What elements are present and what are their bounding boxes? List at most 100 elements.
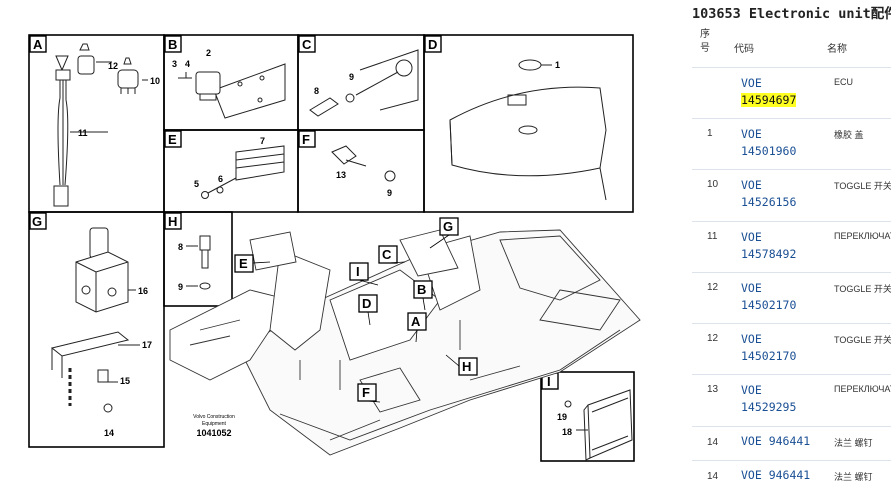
sensor-switch-drawing <box>331 145 396 182</box>
part-number-label: 9 <box>387 188 392 198</box>
row-seq: 10 <box>707 179 719 190</box>
box-label-f: F <box>302 132 310 147</box>
row-seq: 12 <box>707 282 719 293</box>
box-label-i: I <box>547 374 551 389</box>
row-seq: 14 <box>707 471 719 482</box>
part-name: TOGGLE 开关 <box>834 181 891 191</box>
box-g <box>28 211 165 448</box>
part-name: ПЕРЕКЛЮЧАТЕЛ <box>834 384 891 394</box>
stamp-line-2: Equipment <box>202 421 227 427</box>
part-number: 14594697 <box>741 93 797 107</box>
part-number-label: 19 <box>557 412 567 422</box>
box-d <box>423 34 634 213</box>
part-name: ПЕРЕКЛЮЧАТЕЛ <box>834 231 891 241</box>
box-i <box>540 371 635 462</box>
part-number: 14502170 <box>741 298 797 312</box>
relay-module-drawing <box>201 145 285 199</box>
callout-i: I <box>356 264 360 279</box>
part-number-label: 15 <box>120 376 130 386</box>
ecu-unit-drawing <box>564 389 633 461</box>
part-number-label: 10 <box>150 76 160 86</box>
callout-h: H <box>462 359 471 374</box>
panel-title: 103653 Electronic unit配件 <box>692 6 891 22</box>
excavator-frame-drawing <box>169 229 641 456</box>
part-number-label: 3 <box>172 59 177 69</box>
header-name: 名称 <box>827 44 847 55</box>
part-number-label: 6 <box>218 174 223 184</box>
box-label-a: A <box>33 37 43 52</box>
part-number-label: 2 <box>206 48 211 58</box>
box-label-b: B <box>168 37 177 52</box>
part-number-label: 7 <box>260 136 265 146</box>
part-number-label: 1 <box>555 60 560 70</box>
ecu-bracket-drawing <box>178 63 286 119</box>
callout-a: A <box>411 314 421 329</box>
part-name: ECU <box>834 77 854 87</box>
row-seq: 13 <box>707 384 719 395</box>
box-label-c: C <box>302 37 312 52</box>
box-f <box>297 129 425 213</box>
part-number-label: 9 <box>178 282 183 292</box>
part-name: TOGGLE 开关 <box>834 335 891 345</box>
part-row[interactable]: 11VOE14578492ПЕРЕКЛЮЧАТЕЛ <box>692 221 891 273</box>
box-label-d: D <box>428 37 437 52</box>
row-seq: 1 <box>707 128 713 139</box>
part-number-label: 8 <box>178 242 183 252</box>
part-number-label: 14 <box>104 428 114 438</box>
box-label-h: H <box>168 214 177 229</box>
part-name: 法兰 螺钉 <box>834 438 873 448</box>
box-h <box>163 211 233 307</box>
part-number-label: 11 <box>78 128 88 138</box>
box-label-e: E <box>168 132 177 147</box>
part-number: 14578492 <box>741 247 797 261</box>
row-seq: 14 <box>707 437 719 448</box>
callout-g: G <box>443 219 453 234</box>
part-number: 14529295 <box>741 400 797 414</box>
small-sensor-drawing <box>186 235 211 290</box>
part-name: 橡胶 盖 <box>834 130 864 140</box>
solenoid-valve-drawing <box>50 227 140 413</box>
part-number: 14502170 <box>741 349 797 363</box>
part-number-label: 18 <box>562 427 572 437</box>
part-number-label: 13 <box>336 170 346 180</box>
volvo-stamp: Volvo Construction Equipment 1041052 <box>193 414 235 438</box>
header-code: 代码 <box>734 44 754 55</box>
callout-e: E <box>239 256 248 271</box>
callout-d: D <box>362 296 371 311</box>
parts-diagram: A B C D E F G H I 11 12 10 <box>28 34 641 462</box>
box-label-g: G <box>32 214 42 229</box>
row-seq: 12 <box>707 333 719 344</box>
pressure-sensor-drawing <box>309 49 419 117</box>
part-number-label: 17 <box>142 340 152 350</box>
stamp-code: 1041052 <box>196 428 231 438</box>
part-number: 14526156 <box>741 195 797 209</box>
part-name: TOGGLE 开关 <box>834 284 891 294</box>
part-row[interactable]: 14 VOE 946441 法兰 螺钉 <box>692 426 891 461</box>
part-number-label: 12 <box>108 61 118 71</box>
part-number-label: 4 <box>185 59 190 69</box>
part-number-label: 16 <box>138 286 148 296</box>
part-number-label: 8 <box>314 86 319 96</box>
part-code-link[interactable]: VOE 946441 <box>741 434 811 448</box>
header-seq: 序 号 <box>700 29 710 54</box>
part-code-link[interactable]: VOE 946441 <box>741 468 811 482</box>
part-number-label: 9 <box>349 72 354 82</box>
callout-f: F <box>362 385 370 400</box>
cab-top-drawing <box>449 59 607 201</box>
stamp-line-1: Volvo Construction <box>193 414 235 420</box>
